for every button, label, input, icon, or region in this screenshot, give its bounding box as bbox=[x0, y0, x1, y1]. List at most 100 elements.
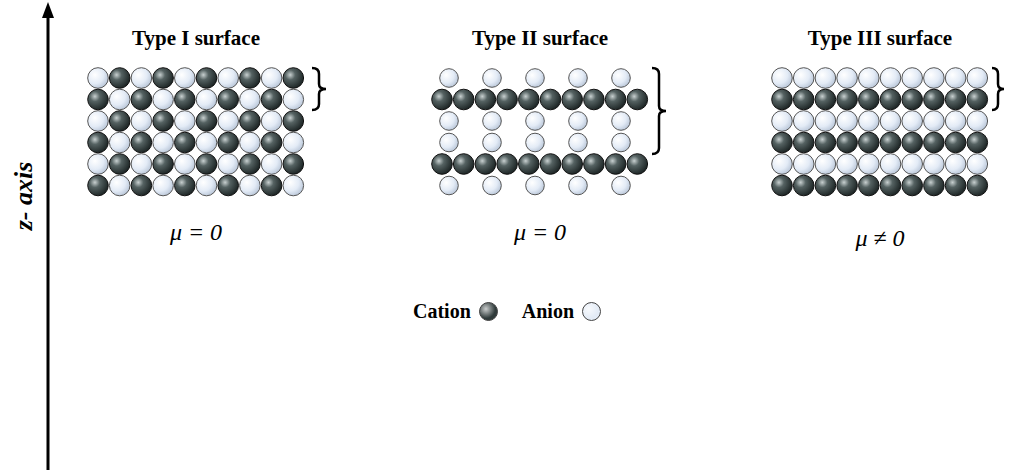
cation-sphere bbox=[967, 175, 988, 196]
braces bbox=[312, 68, 1004, 154]
anion-sphere bbox=[793, 68, 814, 89]
anion-sphere bbox=[815, 68, 836, 89]
cation-sphere bbox=[131, 89, 152, 110]
anion-sphere bbox=[196, 89, 217, 110]
cation-sphere bbox=[475, 89, 496, 110]
anion-sphere bbox=[109, 132, 130, 153]
anion-sphere bbox=[815, 154, 836, 175]
cation-sphere bbox=[240, 154, 261, 175]
cation-sphere bbox=[837, 132, 858, 153]
anion-sphere bbox=[283, 132, 304, 153]
anion-sphere bbox=[483, 112, 502, 131]
cation-sphere bbox=[772, 89, 793, 110]
anion-sphere bbox=[440, 69, 459, 88]
cation-sphere bbox=[153, 68, 174, 89]
anion-sphere bbox=[440, 112, 459, 131]
cation-sphere bbox=[175, 132, 196, 153]
cation-sphere bbox=[902, 132, 923, 153]
anion-sphere bbox=[109, 175, 130, 196]
anion-sphere bbox=[109, 89, 130, 110]
cation-sphere bbox=[859, 89, 880, 110]
cation-sphere bbox=[772, 175, 793, 196]
cation-sphere bbox=[584, 89, 605, 110]
dipole-label: μ = 0 bbox=[514, 219, 566, 246]
cation-sphere bbox=[88, 89, 109, 110]
anion-sphere bbox=[569, 112, 588, 131]
anion-sphere bbox=[88, 111, 109, 132]
anion-sphere bbox=[880, 111, 901, 132]
anion-sphere bbox=[612, 112, 631, 131]
cation-sphere bbox=[815, 132, 836, 153]
anion-sphere bbox=[859, 111, 880, 132]
cation-sphere bbox=[283, 154, 304, 175]
anion-sphere bbox=[261, 154, 282, 175]
cation-sphere bbox=[627, 154, 648, 175]
anion-sphere bbox=[793, 111, 814, 132]
cation-sphere bbox=[605, 154, 626, 175]
surface-title: Type III surface bbox=[808, 26, 952, 51]
cation-sphere bbox=[453, 154, 474, 175]
cation-sphere bbox=[196, 68, 217, 89]
cation-sphere bbox=[196, 154, 217, 175]
surface-title: Type II surface bbox=[472, 26, 608, 51]
cation-sphere bbox=[562, 154, 583, 175]
axis-line bbox=[47, 16, 50, 470]
cation-sphere bbox=[902, 175, 923, 196]
anion-sphere bbox=[218, 154, 239, 175]
anion-sphere bbox=[924, 111, 945, 132]
cation-sphere bbox=[88, 175, 109, 196]
anion-sphere bbox=[924, 154, 945, 175]
cation-sphere bbox=[837, 89, 858, 110]
anion-sphere bbox=[483, 176, 502, 195]
cation-sphere bbox=[240, 68, 261, 89]
anion-sphere bbox=[526, 112, 545, 131]
anion-sphere bbox=[945, 111, 966, 132]
anion-sphere bbox=[175, 111, 196, 132]
cation-sphere bbox=[175, 89, 196, 110]
cation-sphere bbox=[109, 68, 130, 89]
cation-sphere bbox=[859, 132, 880, 153]
anion-sphere bbox=[859, 154, 880, 175]
axis-label: z- axis bbox=[9, 162, 39, 231]
cation-sphere bbox=[261, 132, 282, 153]
anion-sphere bbox=[175, 154, 196, 175]
anion-sphere bbox=[131, 111, 152, 132]
legend-text: Cation bbox=[413, 300, 471, 323]
cation-sphere bbox=[815, 89, 836, 110]
anion-sphere bbox=[240, 132, 261, 153]
cation-sphere bbox=[175, 175, 196, 196]
cation-sphere bbox=[261, 89, 282, 110]
anion-sphere bbox=[880, 68, 901, 89]
cation-sphere bbox=[218, 89, 239, 110]
layer-brace bbox=[312, 68, 326, 110]
anion-sphere bbox=[612, 133, 631, 152]
cation-sphere bbox=[218, 175, 239, 196]
cation-sphere bbox=[945, 175, 966, 196]
anion-sphere bbox=[440, 133, 459, 152]
anion-sphere bbox=[483, 69, 502, 88]
anion-sphere bbox=[967, 111, 988, 132]
cation-sphere bbox=[475, 154, 496, 175]
cation-sphere bbox=[793, 175, 814, 196]
anion-sphere bbox=[240, 175, 261, 196]
cation-sphere bbox=[240, 111, 261, 132]
legend-item: Cation bbox=[413, 300, 498, 323]
cation-sphere bbox=[793, 89, 814, 110]
dipole-label: μ = 0 bbox=[170, 219, 222, 246]
legend-swatch bbox=[479, 302, 498, 321]
layer-brace bbox=[652, 68, 666, 154]
anion-sphere bbox=[945, 68, 966, 89]
cation-sphere bbox=[945, 132, 966, 153]
anion-sphere bbox=[196, 175, 217, 196]
anion-sphere bbox=[483, 133, 502, 152]
cation-sphere bbox=[880, 132, 901, 153]
anion-sphere bbox=[175, 68, 196, 89]
anion-sphere bbox=[88, 154, 109, 175]
anion-sphere bbox=[612, 69, 631, 88]
anion-sphere bbox=[815, 111, 836, 132]
anion-sphere bbox=[837, 68, 858, 89]
anion-sphere bbox=[793, 154, 814, 175]
cation-sphere bbox=[218, 132, 239, 153]
cation-sphere bbox=[497, 89, 518, 110]
cation-sphere bbox=[902, 89, 923, 110]
